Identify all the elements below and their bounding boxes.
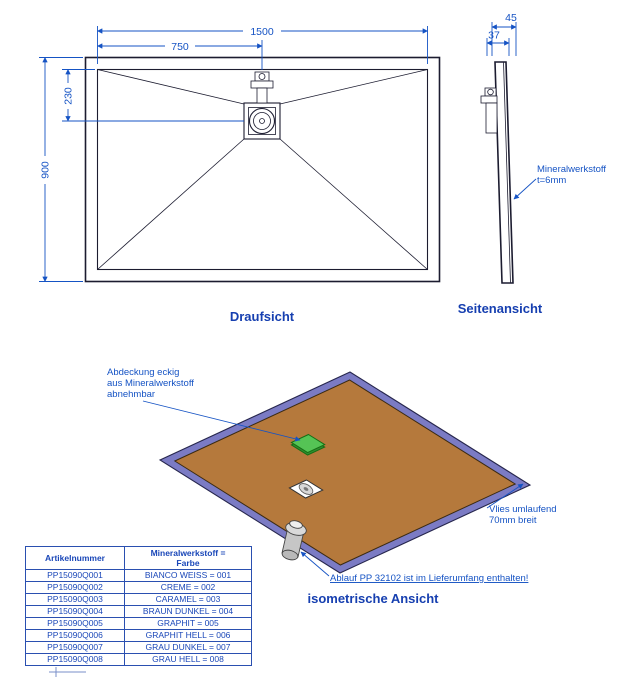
- dim-half-label: 750: [171, 41, 189, 53]
- col-header-farbe: Mineralwerkstoff = Farbe: [124, 546, 252, 570]
- table-row: PP15090Q008 GRAU HELL = 008: [25, 653, 252, 666]
- dim-width-label: 1500: [250, 26, 274, 38]
- iso-view-title: isometrische Ansicht: [307, 591, 439, 606]
- drain-pipe: [281, 520, 307, 561]
- dim-height-label: 900: [40, 161, 52, 179]
- farbe-cell: GRAPHIT = 005: [124, 617, 252, 630]
- top-view-title: Draufsicht: [230, 309, 295, 324]
- table-row: PP15090Q006 GRAPHIT HELL = 006: [25, 629, 252, 642]
- drain-symbol-top: [243, 71, 281, 140]
- artikelnummer-cell: PP15090Q001: [25, 569, 125, 582]
- farbe-cell: GRAPHIT HELL = 006: [124, 629, 252, 642]
- artikelnummer-cell: PP15090Q006: [25, 629, 125, 642]
- drain-grate-center: [303, 487, 309, 491]
- cover-note-line2: aus Mineralwerkstoff: [107, 378, 194, 389]
- cover-note-line1: Abdeckung eckig: [107, 367, 179, 378]
- top-view: [84, 56, 441, 283]
- farbe-cell: CARAMEL = 003: [124, 593, 252, 606]
- material-note-line1: Mineralwerkstoff: [537, 164, 606, 175]
- artikel-table: Artikelnummer Mineralwerkstoff = Farbe P…: [25, 546, 252, 666]
- farbe-cell: GRAU HELL = 008: [124, 653, 252, 666]
- artikelnummer-cell: PP15090Q008: [25, 653, 125, 666]
- table-row: PP15090Q007 GRAU DUNKEL = 007: [25, 641, 252, 654]
- table-row: PP15090Q004 BRAUN DUNKEL = 004: [25, 605, 252, 618]
- cover-note-line3: abnehmbar: [107, 389, 155, 400]
- artikelnummer-cell: PP15090Q004: [25, 605, 125, 618]
- farbe-cell: BIANCO WEISS = 001: [124, 569, 252, 582]
- drain-symbol-side: [480, 87, 498, 134]
- farbe-cell: GRAU DUNKEL = 007: [124, 641, 252, 654]
- vlies-note-line1: Vlies umlaufend: [489, 504, 557, 515]
- table-row: PP15090Q005 GRAPHIT = 005: [25, 617, 252, 630]
- artikelnummer-cell: PP15090Q005: [25, 617, 125, 630]
- drain-note: Ablauf PP 32102 ist im Lieferumfang enth…: [330, 573, 528, 584]
- artikelnummer-cell: PP15090Q007: [25, 641, 125, 654]
- frame-artifact: [49, 667, 86, 677]
- dim-body-depth-label: 37: [488, 30, 500, 42]
- side-view-dimensions: 45 37 Mineralwerkstoff t=6mm: [486, 12, 606, 200]
- tray-surface: [173, 379, 517, 566]
- col-header-artikelnummer: Artikelnummer: [25, 546, 125, 570]
- dim-drain-offset-label: 230: [63, 87, 75, 105]
- farbe-cell: CREME = 002: [124, 581, 252, 594]
- side-view: [480, 61, 514, 284]
- iso-annotations: Abdeckung eckig aus Mineralwerkstoff abn…: [107, 367, 557, 606]
- dim-total-depth-label: 45: [505, 12, 517, 24]
- vlies-note-line2: 70mm breit: [489, 515, 537, 526]
- table-row: PP15090Q002 CREME = 002: [25, 581, 252, 594]
- farbe-cell: BRAUN DUNKEL = 004: [124, 605, 252, 618]
- artikelnummer-cell: PP15090Q002: [25, 581, 125, 594]
- artikelnummer-cell: PP15090Q003: [25, 593, 125, 606]
- table-header-row: Artikelnummer Mineralwerkstoff = Farbe: [25, 546, 252, 570]
- top-view-dimensions: 1500 750 230 900: [38, 24, 429, 283]
- iso-view: [158, 371, 532, 574]
- side-view-title: Seitenansicht: [458, 301, 543, 316]
- table-row: PP15090Q001 BIANCO WEISS = 001: [25, 569, 252, 582]
- material-note-line2: t=6mm: [537, 175, 566, 186]
- table-row: PP15090Q003 CARAMEL = 003: [25, 593, 252, 606]
